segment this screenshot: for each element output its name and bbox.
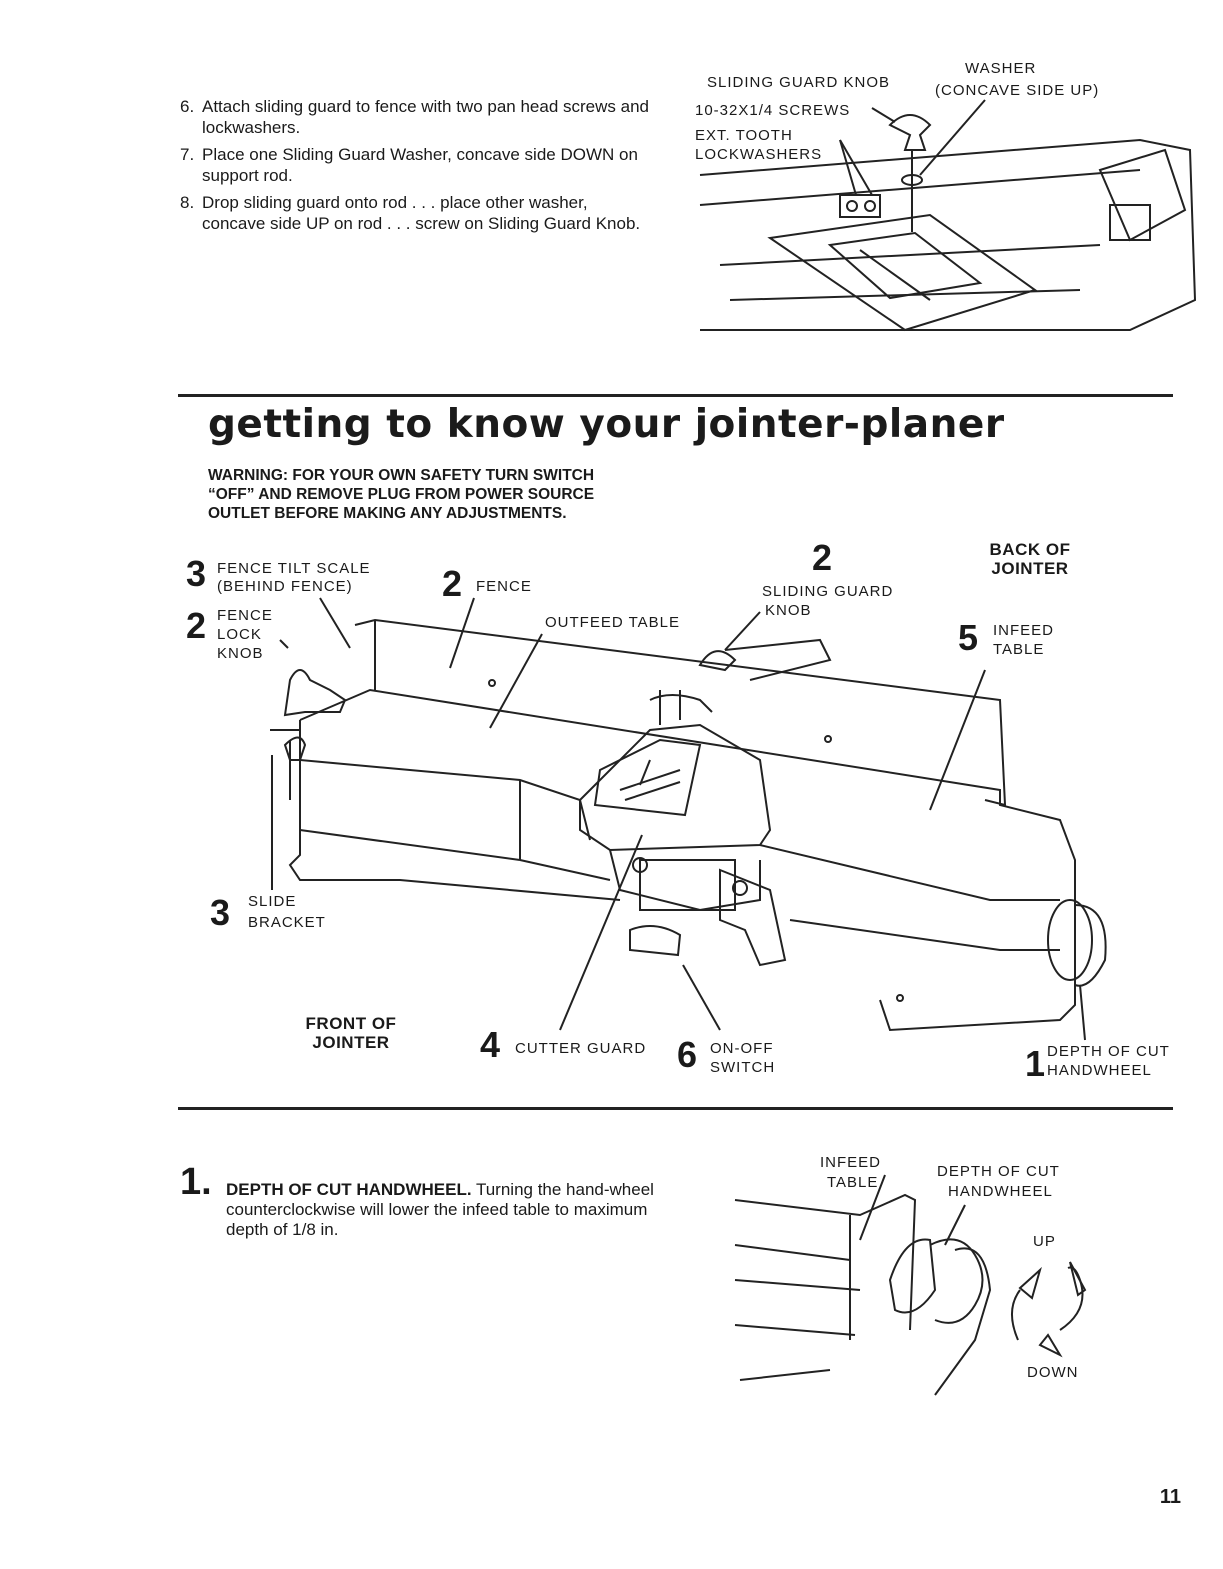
callout-fence-tilt-number: 3 bbox=[186, 553, 207, 594]
warning-line: “OFF” AND REMOVE PLUG FROM POWER SOURCE bbox=[208, 486, 595, 503]
front-label-line: FRONT OF bbox=[305, 1014, 397, 1033]
step-number: 8. bbox=[180, 193, 195, 212]
fence-lock-label-line1: FENCE bbox=[217, 607, 273, 624]
callout-sliding-guard-number: 2 bbox=[812, 537, 833, 578]
page-number: 11 bbox=[1159, 1486, 1181, 1508]
down-label: DOWN bbox=[1027, 1364, 1079, 1381]
safety-warning: WARNING: FOR YOUR OWN SAFETY TURN SWITCH… bbox=[208, 466, 678, 523]
step-7: 7. Place one Sliding Guard Washer, conca… bbox=[180, 144, 650, 186]
depth-of-cut-label: DEPTH OF CUT bbox=[1047, 1043, 1170, 1060]
sliding-guard-knob-label: SLIDING GUARD KNOB bbox=[707, 74, 891, 91]
fence-lock-label-line3: KNOB bbox=[217, 645, 264, 662]
front-of-jointer-label: FRONT OF JOINTER bbox=[296, 1014, 406, 1052]
infeed-label: INFEED bbox=[820, 1154, 882, 1171]
item-1-description: 1. DEPTH OF CUT HANDWHEEL. Turning the h… bbox=[180, 1163, 660, 1240]
bracket-label: BRACKET bbox=[248, 914, 326, 931]
handwheel-label: HANDWHEEL bbox=[1047, 1062, 1152, 1079]
washer-label: WASHER bbox=[965, 60, 1037, 77]
assembly-steps: 6. Attach sliding guard to fence with tw… bbox=[180, 96, 650, 240]
step-8: 8. Drop sliding guard onto rod . . . pla… bbox=[180, 192, 650, 234]
behind-fence-label: (BEHIND FENCE) bbox=[217, 578, 353, 595]
infeed-table-label: TABLE bbox=[827, 1174, 879, 1191]
callout-cutter-guard-number: 4 bbox=[480, 1024, 501, 1065]
step-text: Attach sliding guard to fence with two p… bbox=[202, 97, 649, 137]
outfeed-table-label: OUTFEED TABLE bbox=[545, 614, 680, 631]
section-heading: getting to know your jointer-planer bbox=[208, 402, 1005, 447]
step-6: 6. Attach sliding guard to fence with tw… bbox=[180, 96, 650, 138]
switch-label: SWITCH bbox=[710, 1059, 776, 1076]
section-divider-bottom bbox=[178, 1107, 1173, 1110]
cutter-guard-label: CUTTER GUARD bbox=[515, 1040, 647, 1057]
front-label-line: JOINTER bbox=[312, 1033, 390, 1052]
callout-switch-number: 6 bbox=[677, 1034, 698, 1075]
warning-line: WARNING: FOR YOUR OWN SAFETY TURN SWITCH bbox=[208, 467, 595, 484]
infeed-table-label: TABLE bbox=[993, 641, 1045, 658]
warning-line: OUTLET BEFORE MAKING ANY ADJUSTMENTS. bbox=[208, 505, 567, 522]
sliding-guard-label: SLIDING GUARD bbox=[762, 583, 894, 600]
item-title: DEPTH OF CUT HANDWHEEL. bbox=[226, 1180, 472, 1199]
step-text: Place one Sliding Guard Washer, concave … bbox=[202, 145, 638, 185]
step-text: Drop sliding guard onto rod . . . place … bbox=[202, 193, 641, 233]
slide-label: SLIDE bbox=[248, 893, 297, 910]
item-text: Turning the hand-wheel counterclockwise … bbox=[226, 1180, 654, 1239]
lockwashers-label: LOCKWASHERS bbox=[695, 146, 823, 163]
section-divider-top bbox=[178, 394, 1173, 397]
fence-label: FENCE bbox=[476, 578, 532, 595]
fence-tilt-scale-label: FENCE TILT SCALE bbox=[217, 560, 371, 577]
depth-of-cut-label: DEPTH OF CUT bbox=[937, 1163, 1060, 1180]
callout-handwheel-number: 1 bbox=[1025, 1043, 1046, 1084]
back-of-jointer-label: BACK OF JOINTER bbox=[985, 540, 1075, 578]
sliding-guard-knob-label: KNOB bbox=[765, 602, 812, 619]
handwheel-label: HANDWHEEL bbox=[948, 1183, 1053, 1200]
up-label: UP bbox=[1033, 1233, 1056, 1250]
infeed-label: INFEED bbox=[993, 622, 1055, 639]
fence-lock-label-line2: LOCK bbox=[217, 626, 262, 643]
back-label-line: JOINTER bbox=[991, 559, 1069, 578]
step-number: 7. bbox=[180, 145, 195, 164]
ext-tooth-label: EXT. TOOTH bbox=[695, 127, 793, 144]
item-body: DEPTH OF CUT HANDWHEEL. Turning the hand… bbox=[226, 1180, 660, 1240]
on-off-label: ON-OFF bbox=[710, 1040, 774, 1057]
callout-slide-bracket-number: 3 bbox=[210, 892, 231, 933]
washer-note-label: (CONCAVE SIDE UP) bbox=[935, 82, 1100, 99]
callout-lock-knob-number: 2 bbox=[186, 605, 207, 646]
back-label-line: BACK OF bbox=[989, 540, 1071, 559]
callout-fence-number: 2 bbox=[442, 563, 463, 604]
callout-infeed-number: 5 bbox=[958, 617, 979, 658]
step-number: 6. bbox=[180, 97, 195, 116]
screws-label: 10-32x1/4 SCREWS bbox=[695, 102, 851, 119]
